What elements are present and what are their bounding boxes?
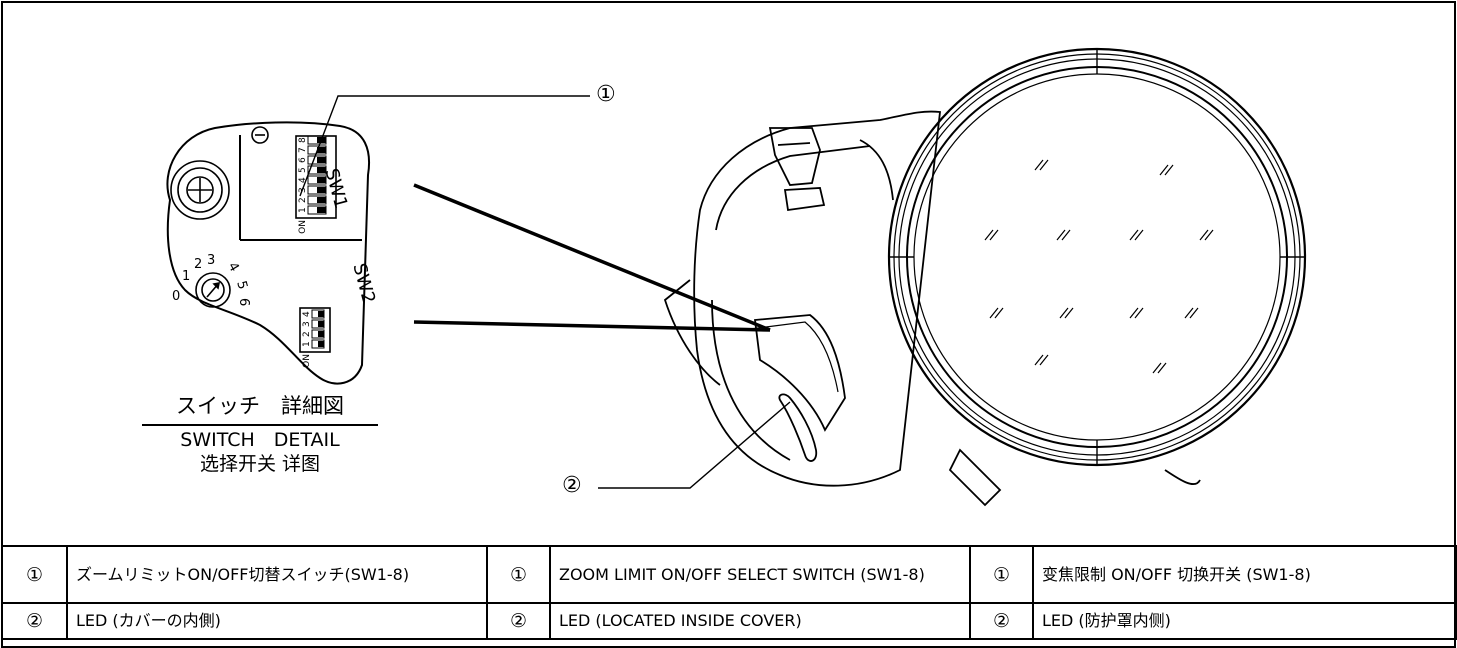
svg-text:3: 3 [207,253,215,268]
dip-switch-knob [318,311,324,317]
dip-switch-number: 1 [302,341,312,347]
glare-mark [984,229,994,241]
dip-switch-knob [317,147,326,153]
switch-board [166,121,370,385]
camera-body [663,110,1201,507]
svg-text:1: 1 [182,269,190,284]
caption-divider [142,424,378,426]
svg-text:4: 4 [225,260,242,275]
legend-text-chinese: LED (防护罩内侧) [1032,602,1457,640]
glare-mark [1059,307,1069,319]
glare-mark [1134,229,1144,241]
glare-mark [1134,307,1144,319]
glare-mark [1204,229,1214,241]
legend-row: ② LED (カバーの内側) ② LED (LOCATED INSIDE COV… [1,602,1457,640]
legend-number: ① [969,545,1034,604]
glare-mark [1034,159,1044,171]
glare-mark [1064,307,1074,319]
legend-text-english: ZOOM LIMIT ON/OFF SELECT SWITCH (SW1-8) [549,545,971,604]
caption-japanese: スイッチ 詳細図 [176,394,344,418]
dip-switch-number: 2 [302,331,312,337]
glare-mark [1034,354,1044,366]
glare-mark [1129,229,1139,241]
glare-mark [1159,164,1169,176]
legend-number: ② [1,602,68,640]
glare-mark [989,229,999,241]
legend-table: ① ズームリミットON/OFF切替スイッチ(SW1-8) ① ZOOM LIMI… [1,545,1457,640]
sw-labels: SW1 SW2 [321,166,380,306]
svg-text:5: 5 [233,279,250,291]
dip-switch-knob [317,207,326,213]
dip-switch-number: 3 [302,321,312,327]
callout-1-label: ① [596,82,616,107]
legend-number: ① [486,545,551,604]
glare-mark [989,307,999,319]
glare-mark [1061,229,1071,241]
dip-switch-knob [317,157,326,163]
adjust-pot [170,126,269,220]
dip-switch-number: 6 [298,157,308,163]
dip-switch-number: 3 [298,187,308,193]
rotary-switch [195,272,231,308]
legend-number: ① [1,545,68,604]
legend-number: ② [486,602,551,640]
svg-text:2: 2 [194,257,202,272]
glare-mark [1152,362,1162,374]
glare-mark [1157,362,1167,374]
dip-switch-number: 8 [298,137,308,143]
legend-text-english: LED (LOCATED INSIDE COVER) [549,602,971,640]
glare-mark [1164,164,1174,176]
dip-switch-knob [318,341,324,347]
legend-text-japanese: LED (カバーの内側) [66,602,488,640]
leader-lines [299,95,791,489]
legend-text-chinese: 变焦限制 ON/OFF 切换开关 (SW1-8) [1032,545,1457,604]
callout-2-label: ② [562,473,582,498]
glare-mark [994,307,1004,319]
glare-mark [1184,307,1194,319]
svg-text:SW2: SW2 [348,261,379,306]
dip-switch-number: 2 [298,197,308,203]
legend-text-japanese: ズームリミットON/OFF切替スイッチ(SW1-8) [66,545,488,604]
glare-mark [1039,354,1049,366]
sw2-dip-switch: 1 2 3 4ON [299,307,331,368]
dip-switch-knob [317,167,326,173]
dip-switch-knob [317,197,326,203]
legend-row: ① ズームリミットON/OFF切替スイッチ(SW1-8) ① ZOOM LIMI… [1,545,1457,604]
switch-detail-caption: スイッチ 詳細図 SWITCH DETAIL 选择开关 详图 [130,390,390,476]
dip-switch-number: 4 [298,177,308,183]
dip-switch-number: 4 [302,311,312,317]
glare-mark [1056,229,1066,241]
lens-glare-marks [984,159,1214,374]
caption-chinese: 选择开关 详图 [199,453,321,475]
dip-on-label: ON [302,354,312,368]
sw1-dip-switch: 1 2 3 4 5 6 7 8ON [295,135,337,234]
glare-mark [1189,307,1199,319]
svg-text:0: 0 [172,289,180,304]
dip-on-label: ON [298,220,308,234]
glare-mark [1039,159,1049,171]
glare-mark [1199,229,1209,241]
svg-text:6: 6 [236,298,251,306]
dip-switch-knob [317,187,326,193]
lens-ring [887,47,1307,467]
glare-mark [1129,307,1139,319]
dip-switch-knob [318,321,324,327]
legend-number: ② [969,602,1034,640]
dip-switch-knob [318,331,324,337]
dip-switch-number: 7 [298,147,308,153]
caption-english: SWITCH DETAIL [180,429,340,451]
dip-switch-knob [317,177,326,183]
dip-switch-number: 5 [298,167,308,173]
dip-switch-number: 1 [298,207,308,213]
